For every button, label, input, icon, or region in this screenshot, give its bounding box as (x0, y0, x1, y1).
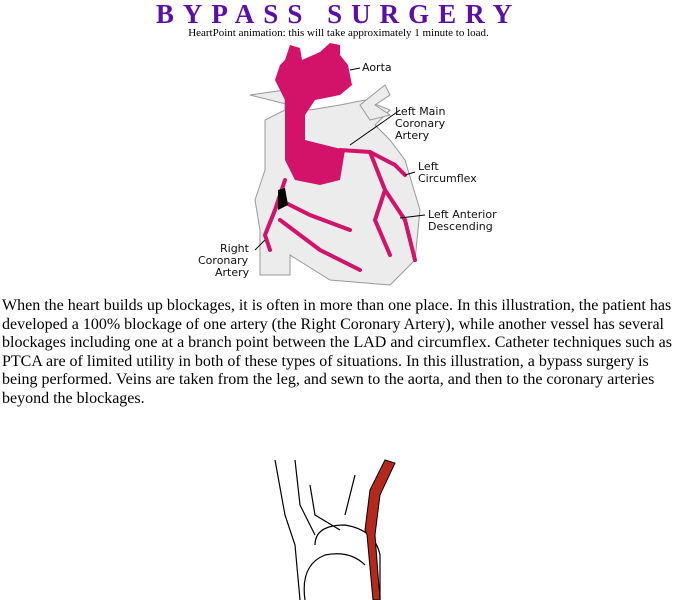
bypass-illustration (274, 459, 396, 600)
heart-illustration: Aorta Left Main Coronary Artery Left Cir… (198, 43, 497, 286)
label-rca-3: Artery (215, 266, 250, 279)
label-lad-2: Descending (428, 220, 493, 233)
aorta (275, 43, 352, 185)
label-lad-1: Left Anterior (428, 208, 497, 221)
label-left-main-2: Coronary (395, 117, 446, 130)
label-left-main-1: Left Main (395, 105, 445, 118)
label-rca-2: Coronary (198, 254, 249, 267)
vein-graft (364, 459, 396, 600)
subtitle: HeartPoint animation: this will take app… (188, 27, 489, 39)
label-left-main-3: Artery (395, 129, 430, 142)
label-rca-1: Right (220, 242, 250, 255)
description-paragraph: When the heart builds up blockages, it i… (2, 297, 672, 407)
label-aorta: Aorta (362, 61, 392, 74)
label-circumflex-1: Left (418, 160, 439, 173)
coronary-arteries (262, 148, 417, 272)
label-circumflex-2: Circumflex (418, 172, 477, 185)
blockage (278, 188, 288, 210)
page-title: BYPASS SURGERY (155, 0, 522, 29)
